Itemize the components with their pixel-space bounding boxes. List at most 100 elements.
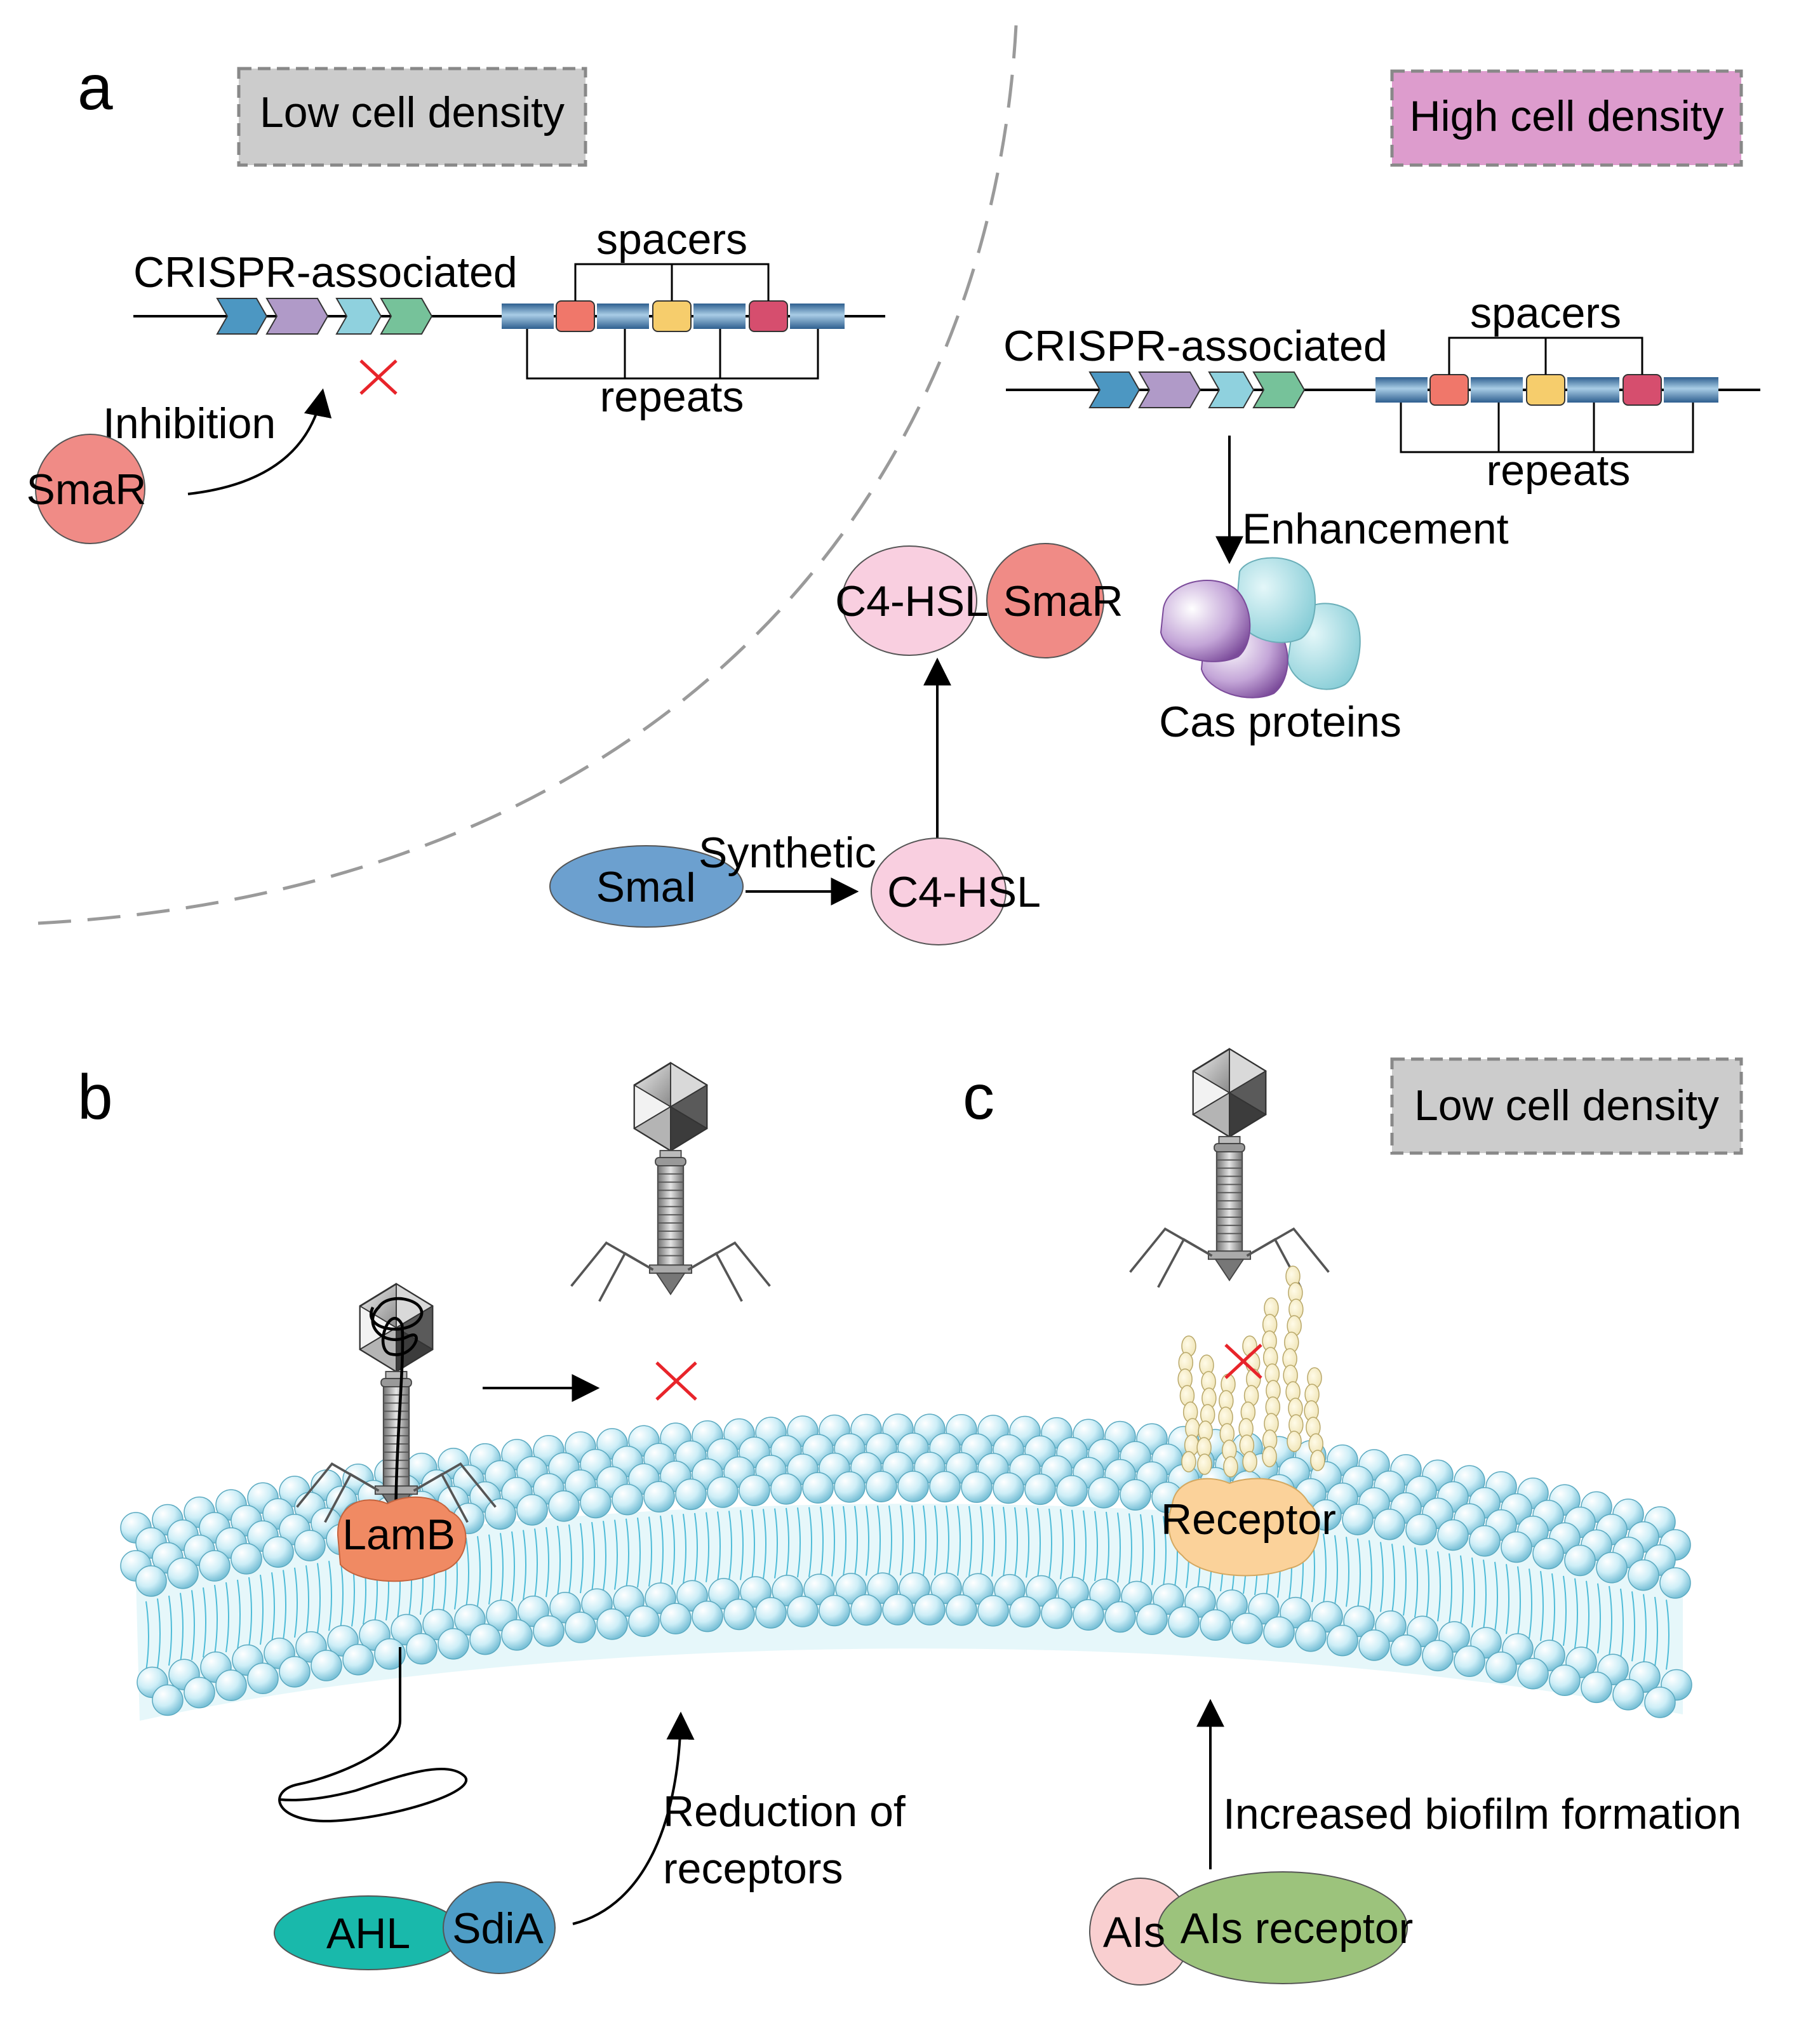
lipid-head xyxy=(850,1594,882,1626)
lipid-head xyxy=(580,1486,612,1519)
biofilm-bead xyxy=(1223,1456,1238,1478)
lipid-head xyxy=(612,1483,643,1516)
reduction-label-line1: Reduction of xyxy=(663,1787,906,1836)
lipid-head xyxy=(692,1600,723,1632)
cas-gene-purple xyxy=(1138,371,1201,408)
lipid-head xyxy=(294,1530,326,1561)
bound-phage xyxy=(295,1283,497,1559)
repeat xyxy=(1664,377,1718,403)
lipid-head xyxy=(1612,1679,1644,1711)
biofilm-label: Increased biofilm formation xyxy=(1223,1790,1741,1838)
cas-gene-green xyxy=(1252,371,1306,408)
lipid-head xyxy=(516,1494,548,1526)
panel-label-a: a xyxy=(77,52,113,123)
cas-gene-blue xyxy=(216,298,268,335)
lipid-head xyxy=(1596,1552,1628,1584)
lipid-head xyxy=(962,1573,994,1605)
c4hsl-in-complex xyxy=(841,545,977,656)
smai-label: SmaI xyxy=(596,863,697,911)
lipid-head xyxy=(152,1684,184,1716)
lipid-head xyxy=(342,1643,374,1676)
crispr-title-left: CRISPR-associated xyxy=(133,248,518,297)
lipid-head xyxy=(1088,1477,1120,1509)
lipid-head xyxy=(707,1476,739,1508)
lipid-head xyxy=(628,1605,660,1638)
high-density-box xyxy=(1390,69,1743,167)
ais-receptor xyxy=(1158,1871,1408,1984)
inhibition-arrow xyxy=(187,388,332,495)
lipid-head xyxy=(374,1638,406,1670)
lipid-head xyxy=(1422,1639,1454,1672)
lipid-head xyxy=(994,1573,1026,1606)
low-density-label-c: Low cell density xyxy=(1414,1081,1719,1130)
lipid-head xyxy=(469,1623,501,1655)
lipid-head xyxy=(215,1669,247,1701)
lipid-head xyxy=(660,1603,692,1634)
lipid-head xyxy=(1327,1624,1358,1657)
lipid-head xyxy=(1009,1596,1041,1628)
lipid-head xyxy=(1342,1504,1374,1535)
repeats-label-left: repeats xyxy=(600,373,744,421)
spacers-label-right: spacers xyxy=(1470,289,1621,337)
lipid-head xyxy=(1200,1609,1231,1641)
lipid-head xyxy=(184,1676,215,1709)
repeat xyxy=(790,304,845,329)
lipid-head xyxy=(946,1594,977,1626)
lipid-head xyxy=(770,1473,802,1505)
lipid-head xyxy=(548,1490,580,1522)
smar-in-complex xyxy=(986,543,1104,658)
reduction-arrow xyxy=(572,1711,695,1925)
biofilm-bead xyxy=(1262,1446,1277,1467)
smar-protein-left xyxy=(35,434,145,544)
cas-gene-purple xyxy=(265,298,329,335)
lipid-head xyxy=(596,1608,628,1640)
repeat xyxy=(1567,377,1619,403)
lipid-head xyxy=(1168,1606,1200,1638)
low-density-box-a xyxy=(237,67,587,167)
free-phage xyxy=(570,1062,772,1303)
lipid-head xyxy=(899,1572,930,1604)
panel-label-b: b xyxy=(77,1062,113,1133)
lipid-head xyxy=(897,1471,929,1502)
lipid-head xyxy=(1485,1652,1517,1683)
receptor-label: Receptor xyxy=(1161,1495,1336,1544)
lipid-head xyxy=(1469,1525,1501,1557)
blocked-x-mark-b xyxy=(655,1361,697,1401)
lipid-head xyxy=(977,1595,1009,1627)
lipid-head xyxy=(739,1474,770,1506)
lipid-head xyxy=(1659,1567,1691,1599)
lipid-head xyxy=(1374,1508,1405,1540)
cas-gene-blue xyxy=(1088,371,1141,408)
lipid-head xyxy=(1581,1671,1612,1704)
lipid-head xyxy=(1231,1612,1263,1645)
lipid-head xyxy=(866,1471,897,1502)
injected-dna xyxy=(278,1647,467,1823)
complex-smar-label: SmaR xyxy=(1003,577,1123,625)
lipid-head xyxy=(1057,1577,1089,1608)
lipid-head xyxy=(1628,1559,1659,1591)
repeat xyxy=(693,304,746,329)
lipid-head xyxy=(1549,1664,1581,1697)
lipid-head xyxy=(819,1594,850,1627)
crispr-locus-left xyxy=(133,263,885,380)
lamb-receptor xyxy=(337,1496,467,1582)
crispr-title-right: CRISPR-associated xyxy=(1003,322,1388,370)
lipid-head xyxy=(1136,1603,1168,1635)
smar-label-left: SmaR xyxy=(27,465,147,514)
lipid-head xyxy=(914,1594,946,1626)
lipid-head xyxy=(1390,1634,1422,1666)
c4hsl-molecule xyxy=(871,838,1007,945)
phage-c xyxy=(1128,1048,1330,1289)
lipid-head xyxy=(501,1619,533,1651)
spacer-red xyxy=(1429,374,1469,406)
lipid-head xyxy=(834,1471,866,1503)
lipid-head xyxy=(643,1481,675,1512)
high-density-label: High cell density xyxy=(1409,92,1723,140)
spacer-crimson xyxy=(749,300,788,332)
lipid-head xyxy=(867,1572,899,1604)
lipid-head xyxy=(311,1650,342,1681)
lipid-head xyxy=(135,1565,167,1597)
lipid-head xyxy=(1532,1537,1564,1570)
lipid-head xyxy=(1454,1645,1485,1678)
lipid-head xyxy=(961,1471,993,1503)
